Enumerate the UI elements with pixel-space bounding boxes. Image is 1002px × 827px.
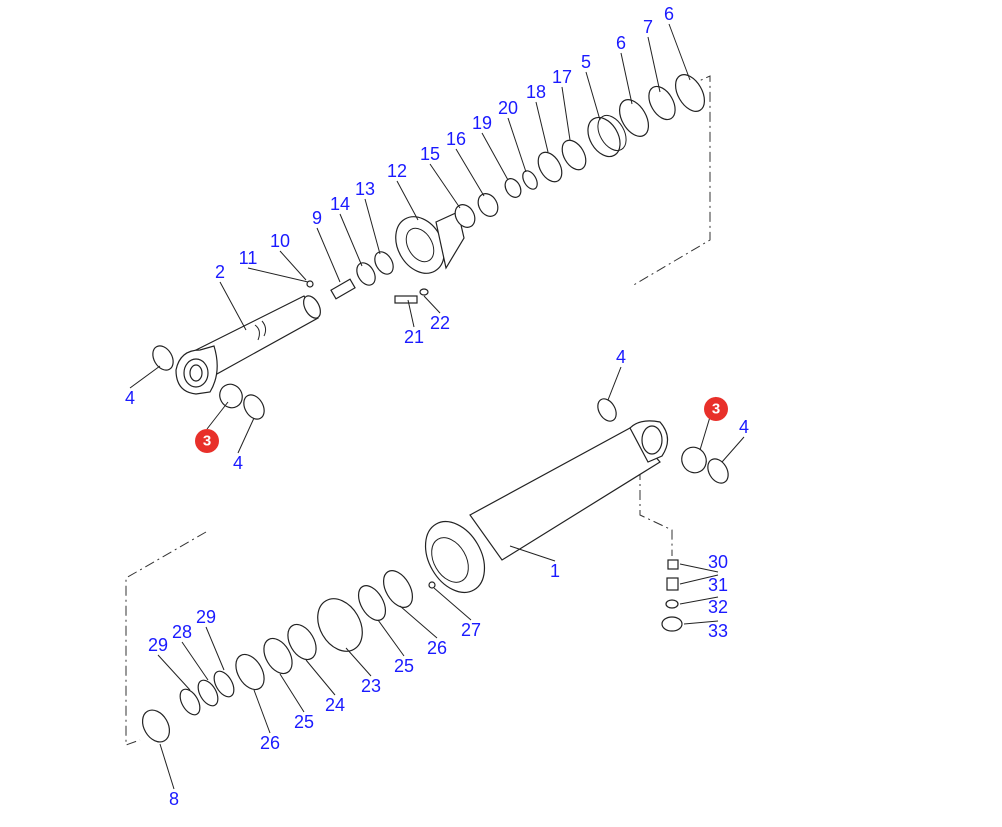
leader-line bbox=[481, 132, 509, 181]
leader-line bbox=[507, 117, 527, 173]
leader-line bbox=[181, 641, 209, 681]
leader-line bbox=[429, 163, 461, 209]
badge-label: 3 bbox=[712, 401, 720, 418]
leader-line bbox=[647, 36, 661, 93]
leader-line bbox=[585, 71, 601, 121]
part-label-32: 32 bbox=[708, 597, 728, 617]
part-label-11: 11 bbox=[239, 248, 258, 268]
part-label-4: 4 bbox=[125, 388, 135, 408]
part-label-20: 20 bbox=[498, 98, 518, 118]
piston-rod bbox=[175, 295, 321, 395]
part-label-12: 12 bbox=[387, 161, 407, 181]
part-label-21: 21 bbox=[404, 327, 424, 347]
part-label-24: 24 bbox=[325, 695, 345, 715]
part-label-23: 23 bbox=[361, 676, 381, 696]
leader-line bbox=[679, 563, 719, 573]
part-label-1: 1 bbox=[550, 561, 560, 581]
badge-label: 3 bbox=[203, 433, 211, 450]
small-parts-upper bbox=[152, 74, 706, 420]
leader-line bbox=[399, 605, 438, 639]
leader-line bbox=[535, 101, 549, 153]
leader-line bbox=[364, 198, 381, 255]
cylinder-head bbox=[395, 211, 465, 274]
leader-line bbox=[679, 574, 719, 585]
leader-line bbox=[279, 673, 305, 713]
part-label-5: 5 bbox=[581, 52, 591, 72]
part-label-14: 14 bbox=[330, 194, 350, 214]
leader-line bbox=[206, 401, 229, 430]
part-label-29: 29 bbox=[196, 607, 216, 627]
part-label-6: 6 bbox=[616, 33, 626, 53]
leader-line bbox=[345, 647, 372, 677]
part-label-2: 2 bbox=[215, 262, 225, 282]
leader-line bbox=[339, 213, 363, 267]
leader-line bbox=[305, 659, 336, 696]
part-label-7: 7 bbox=[643, 17, 653, 37]
leader-line bbox=[129, 365, 161, 389]
leader-line bbox=[205, 626, 225, 671]
part-label-8: 8 bbox=[169, 789, 179, 809]
part-label-10: 10 bbox=[270, 231, 290, 251]
part-label-26: 26 bbox=[427, 638, 447, 658]
part-label-22: 22 bbox=[430, 313, 450, 333]
leader-line bbox=[423, 295, 441, 314]
part-label-33: 33 bbox=[708, 621, 728, 641]
part-label-4: 4 bbox=[616, 347, 626, 367]
part-label-13: 13 bbox=[355, 179, 375, 199]
part-label-28: 28 bbox=[172, 622, 192, 642]
part-label-30: 30 bbox=[708, 552, 728, 572]
part-label-31: 31 bbox=[708, 575, 728, 595]
badge-circle bbox=[195, 429, 219, 453]
boundary-lines bbox=[125, 75, 711, 746]
leader-line bbox=[279, 250, 307, 281]
highlighted-part-badge[interactable]: 3 bbox=[195, 429, 219, 453]
badge-circle bbox=[704, 397, 728, 421]
leader-line bbox=[316, 227, 341, 283]
leader-line bbox=[455, 148, 485, 197]
piston-parts bbox=[141, 570, 414, 743]
leader-line bbox=[253, 689, 271, 734]
leader-line bbox=[679, 596, 719, 605]
part-label-4: 4 bbox=[739, 417, 749, 437]
part-label-25: 25 bbox=[394, 656, 414, 676]
leader-line bbox=[396, 180, 419, 221]
leader-line bbox=[721, 436, 745, 463]
leader-line bbox=[237, 417, 255, 454]
part-label-16: 16 bbox=[446, 129, 466, 149]
leader-line bbox=[247, 267, 309, 283]
leader-line bbox=[683, 620, 719, 625]
part-label-6: 6 bbox=[664, 4, 674, 24]
leader-lines bbox=[129, 23, 745, 790]
part-label-15: 15 bbox=[420, 144, 440, 164]
leader-line bbox=[377, 619, 405, 657]
leader-line bbox=[219, 281, 247, 331]
part-label-19: 19 bbox=[472, 113, 492, 133]
cylinder-tube bbox=[424, 398, 729, 632]
part-label-9: 9 bbox=[312, 208, 322, 228]
leader-line bbox=[668, 23, 691, 81]
part-label-27: 27 bbox=[461, 620, 481, 640]
part-label-18: 18 bbox=[526, 82, 546, 102]
leader-line bbox=[433, 587, 472, 621]
highlighted-part-badge[interactable]: 3 bbox=[704, 397, 728, 421]
leader-line bbox=[607, 366, 622, 401]
part-label-4: 4 bbox=[233, 453, 243, 473]
part-label-17: 17 bbox=[552, 67, 572, 87]
part-label-26: 26 bbox=[260, 733, 280, 753]
leader-line bbox=[407, 299, 415, 328]
part-label-29: 29 bbox=[148, 635, 168, 655]
leader-line bbox=[159, 743, 175, 790]
leader-line bbox=[509, 545, 556, 562]
part-label-25: 25 bbox=[294, 712, 314, 732]
leader-line bbox=[561, 86, 571, 141]
leader-line bbox=[157, 654, 191, 691]
leader-line bbox=[620, 52, 633, 105]
